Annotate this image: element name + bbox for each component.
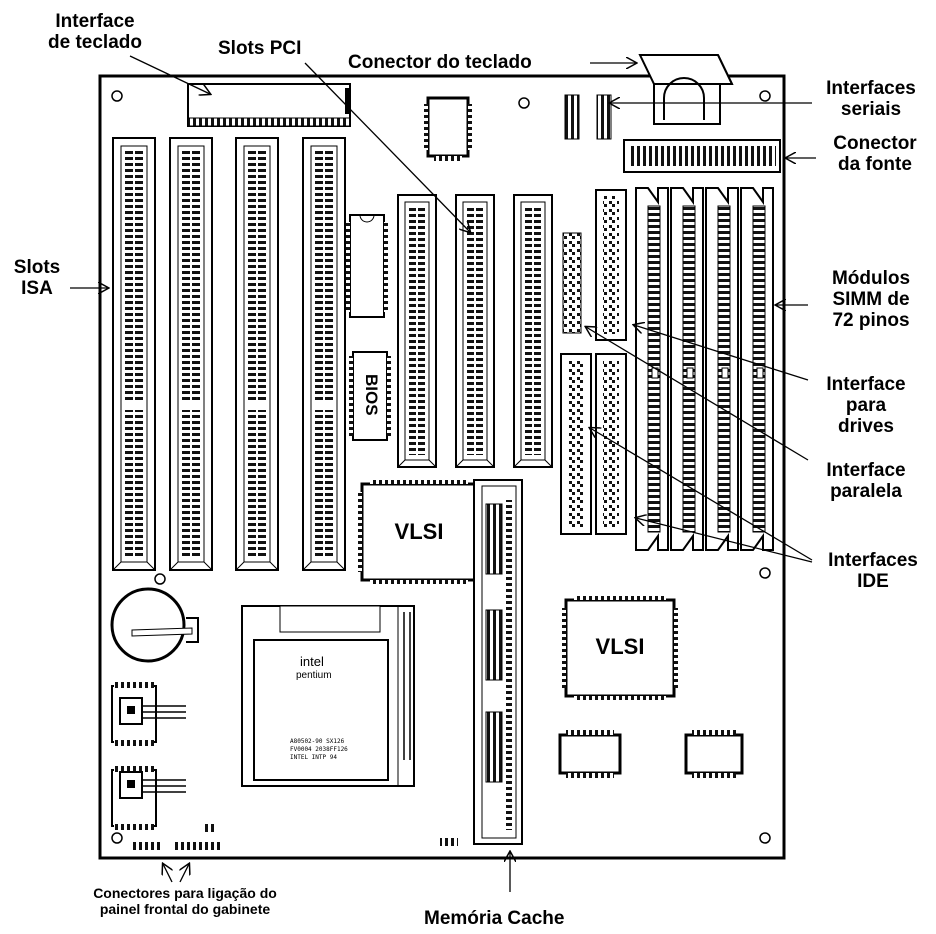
voltage-regulator [111,682,186,746]
cpu-marking: A80502-90 SX126 [290,738,345,745]
bios-chip [349,351,391,441]
ide-interface-connector [560,353,592,535]
isa-slot [169,137,213,571]
voltage-regulator [111,766,186,830]
ide-interface-connector [595,353,627,535]
vlsi-label-2: VLSI [595,634,645,659]
cpu-marking: FV0004 2038FF126 [290,746,348,753]
isa-slot [235,137,279,571]
pci-slot [397,194,437,468]
small-chip-top [424,96,472,161]
pci-slot [513,194,553,468]
battery-holder [110,587,199,663]
small-chip-bottom [558,730,622,778]
isa-slot [302,137,346,571]
label-keyboard-connector: Conector do teclado [348,52,532,73]
isa-slot [112,137,156,571]
simm-slot [705,187,739,551]
floppy-interface-connector [595,189,627,341]
bios-label: BIOS [362,374,381,416]
small-chip-bottom [684,730,744,778]
label-pci-slots: Slots PCI [218,38,302,59]
pci-slot [455,194,495,468]
vlsi-label-1: VLSI [394,519,444,544]
keyboard-connector [638,54,734,125]
dip-chip [346,214,388,318]
vlsi-chip-2 [562,596,678,700]
simm-slot [635,187,669,551]
cache-memory-module [473,479,523,845]
simm-slot [740,187,774,551]
leader-lines [70,55,816,892]
cpu-socket [241,605,415,787]
keyboard-interface-chip [187,83,351,127]
cpu-model: pentium [296,670,332,681]
label-cache-memory: Memória Cache [424,908,565,929]
serial-interface-header [564,94,612,140]
parallel-interface-header [562,232,582,334]
power-connector [623,139,781,173]
cpu-brand: intel [300,654,324,669]
mounting-holes [111,90,771,844]
cpu-marking: INTEL INTP 94 [290,754,337,761]
simm-slot [670,187,704,551]
front-panel-pins [130,824,458,850]
